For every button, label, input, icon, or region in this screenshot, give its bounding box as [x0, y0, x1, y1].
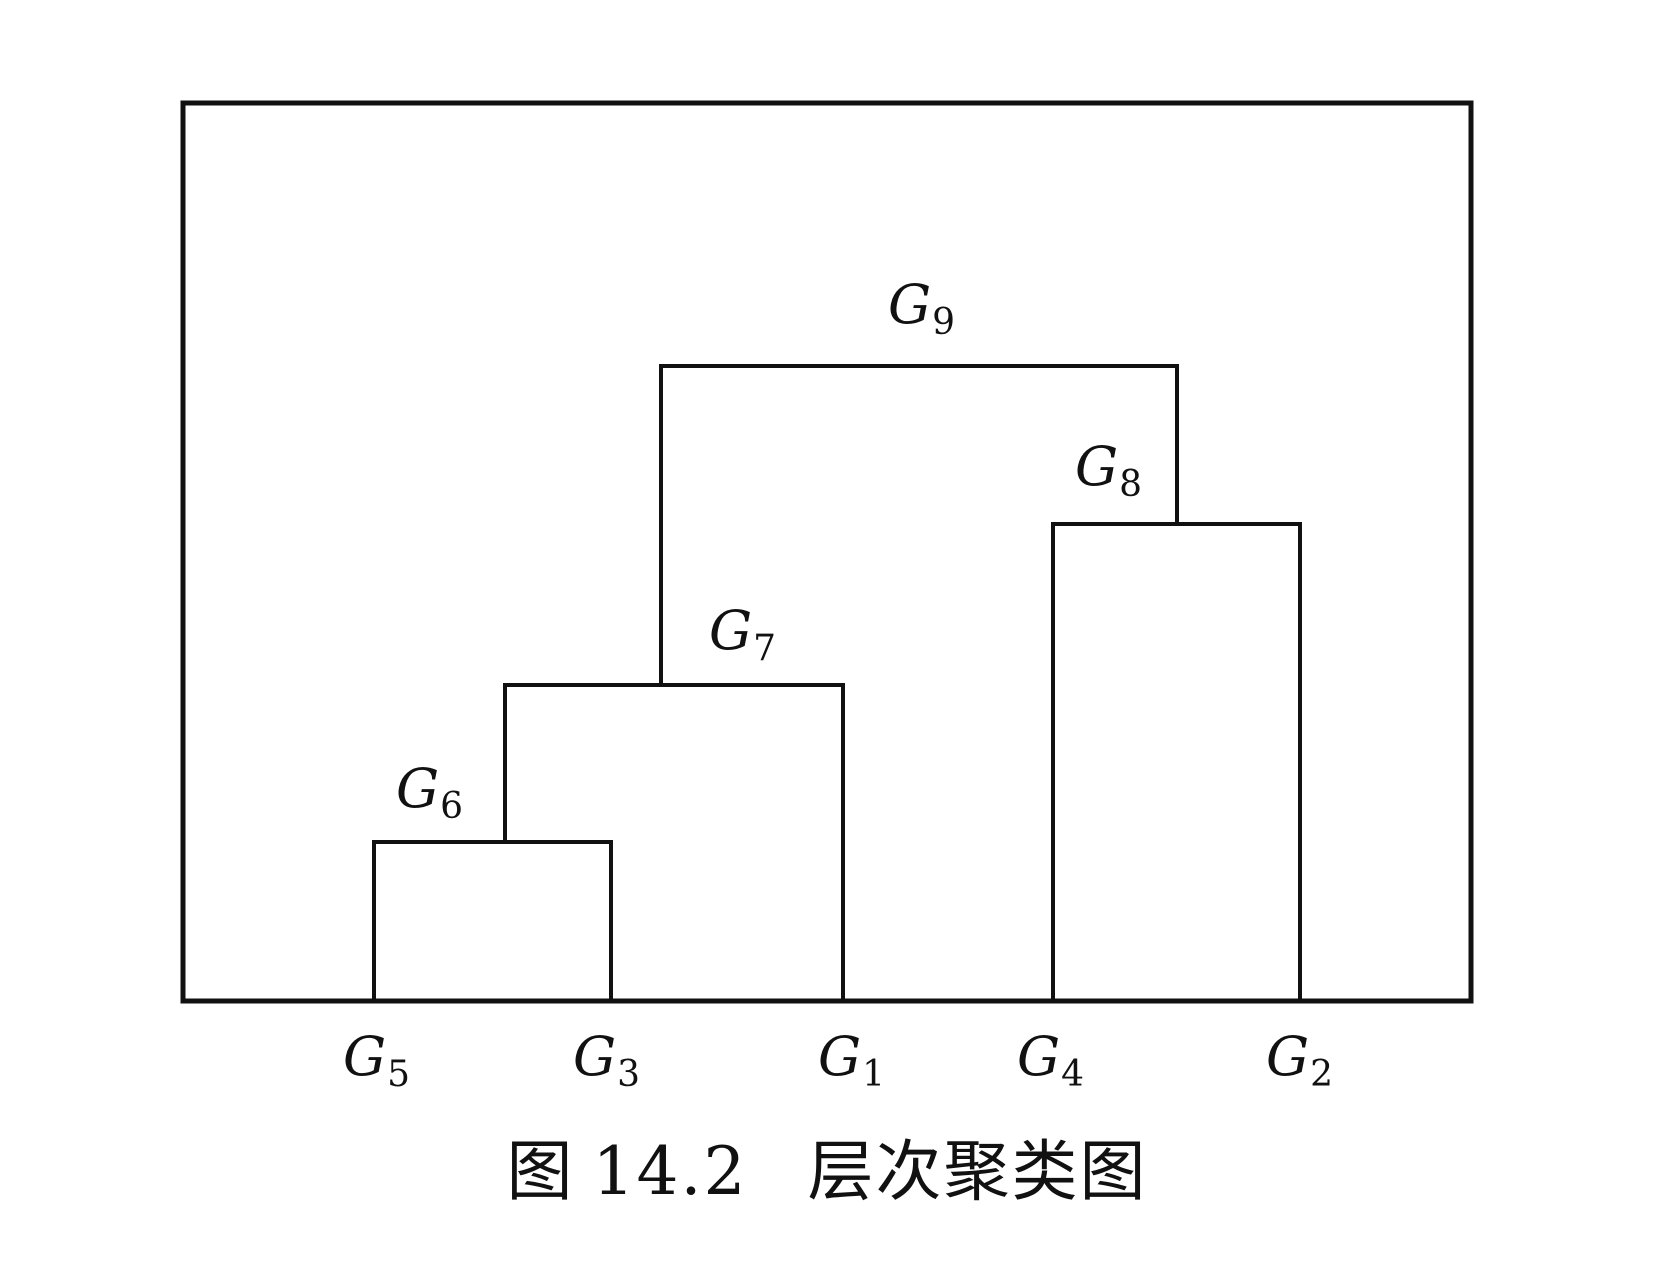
- label-g6: G6: [396, 757, 464, 827]
- label-g9: G9: [888, 273, 956, 343]
- caption-title: 层次聚类图: [807, 1133, 1148, 1210]
- leaf-label-g3: G3: [573, 1025, 641, 1095]
- label-g8: G8: [1075, 435, 1143, 505]
- merge-g6: [372, 840, 613, 1001]
- label-g7: G7: [709, 599, 777, 669]
- merge-g9: [659, 364, 1179, 685]
- caption-prefix: 图: [506, 1133, 575, 1210]
- leaf-label-g2: G2: [1266, 1025, 1334, 1095]
- leaf-label-g1: G1: [818, 1025, 886, 1095]
- plot-frame: [180, 100, 1474, 1004]
- leaf-label-g4: G4: [1017, 1025, 1085, 1095]
- caption-number: 14.2: [592, 1133, 748, 1210]
- leaf-label-g5: G5: [343, 1025, 411, 1095]
- merge-g8: [1051, 522, 1302, 1001]
- merge-g7: [503, 683, 845, 1001]
